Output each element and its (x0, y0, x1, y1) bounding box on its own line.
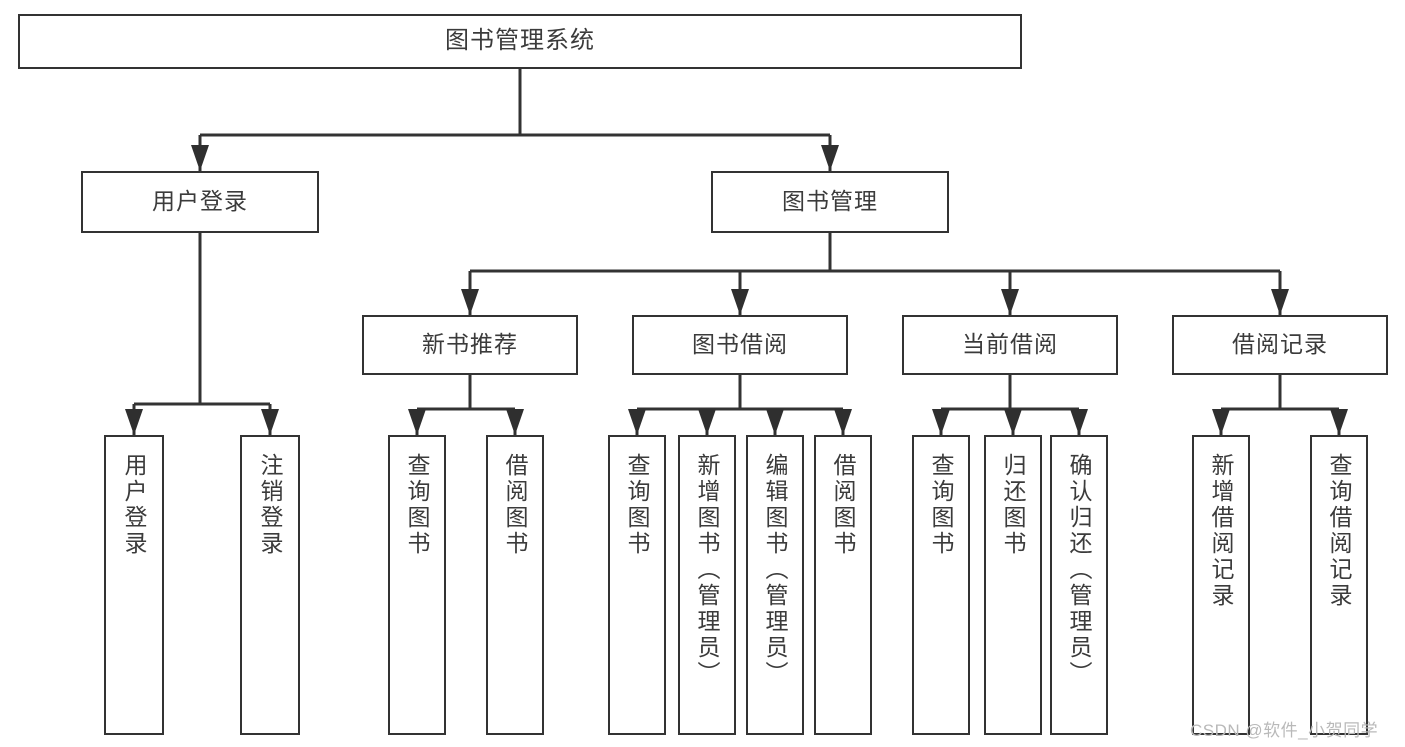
node-leaf-query-book-1[interactable]: 查询图书 (388, 435, 446, 735)
arrow-head-icon (408, 409, 426, 435)
node-leaf-query-book-3[interactable]: 查询图书 (912, 435, 970, 735)
node-label: 借阅记录 (1232, 331, 1328, 358)
csdn-watermark: CSDN @软件_小贺同学 (1190, 721, 1379, 740)
node-root-system[interactable]: 图书管理系统 (18, 14, 1022, 69)
node-label: 图书管理系统 (445, 27, 595, 55)
node-leaf-add-borrow-record[interactable]: 新增借阅记录 (1192, 435, 1250, 735)
node-label: 归还图书 (1000, 453, 1027, 557)
node-label: 确认归还（管理员） (1066, 453, 1093, 687)
node-label: 注销登录 (257, 453, 284, 557)
node-label: 新增图书（管理员） (694, 453, 721, 687)
node-book-borrow[interactable]: 图书借阅 (632, 315, 848, 375)
node-label: 用户登录 (121, 453, 148, 557)
arrow-head-icon (506, 409, 524, 435)
node-label: 查询图书 (624, 453, 651, 557)
node-leaf-user-logout[interactable]: 注销登录 (240, 435, 300, 735)
node-book-manage[interactable]: 图书管理 (711, 171, 949, 233)
node-label: 图书管理 (782, 188, 878, 215)
node-leaf-borrow-book-2[interactable]: 借阅图书 (814, 435, 872, 735)
arrow-head-icon (1070, 409, 1088, 435)
node-leaf-borrow-book-1[interactable]: 借阅图书 (486, 435, 544, 735)
node-label: 借阅图书 (830, 453, 857, 557)
node-label: 查询图书 (928, 453, 955, 557)
node-new-book-recommend[interactable]: 新书推荐 (362, 315, 578, 375)
arrow-head-icon (461, 289, 479, 315)
arrow-head-icon (191, 145, 209, 171)
node-leaf-query-book-2[interactable]: 查询图书 (608, 435, 666, 735)
arrow-head-icon (731, 289, 749, 315)
node-label: 编辑图书（管理员） (762, 453, 789, 687)
arrow-head-icon (261, 409, 279, 435)
node-current-borrow[interactable]: 当前借阅 (902, 315, 1118, 375)
arrow-head-icon (1271, 289, 1289, 315)
node-label: 当前借阅 (962, 331, 1058, 358)
arrow-head-icon (628, 409, 646, 435)
arrow-head-icon (766, 409, 784, 435)
node-user-login[interactable]: 用户登录 (81, 171, 319, 233)
node-leaf-query-borrow-record[interactable]: 查询借阅记录 (1310, 435, 1368, 735)
arrow-head-icon (834, 409, 852, 435)
node-leaf-add-book-admin[interactable]: 新增图书（管理员） (678, 435, 736, 735)
node-leaf-return-book[interactable]: 归还图书 (984, 435, 1042, 735)
arrow-head-icon (821, 145, 839, 171)
node-label: 用户登录 (152, 188, 248, 215)
node-label: 查询图书 (404, 453, 431, 557)
arrow-head-icon (1001, 289, 1019, 315)
node-leaf-edit-book-admin[interactable]: 编辑图书（管理员） (746, 435, 804, 735)
node-label: 新书推荐 (422, 331, 518, 358)
arrow-head-icon (698, 409, 716, 435)
node-borrow-record[interactable]: 借阅记录 (1172, 315, 1388, 375)
node-label: 新增借阅记录 (1208, 453, 1235, 609)
node-leaf-confirm-return-admin[interactable]: 确认归还（管理员） (1050, 435, 1108, 735)
node-label: 查询借阅记录 (1326, 453, 1353, 609)
arrow-head-icon (1330, 409, 1348, 435)
arrow-head-icon (932, 409, 950, 435)
node-label: 借阅图书 (502, 453, 529, 557)
arrow-head-icon (1004, 409, 1022, 435)
node-label: 图书借阅 (692, 331, 788, 358)
arrow-head-icon (125, 409, 143, 435)
node-leaf-user-login[interactable]: 用户登录 (104, 435, 164, 735)
arrow-head-icon (1212, 409, 1230, 435)
